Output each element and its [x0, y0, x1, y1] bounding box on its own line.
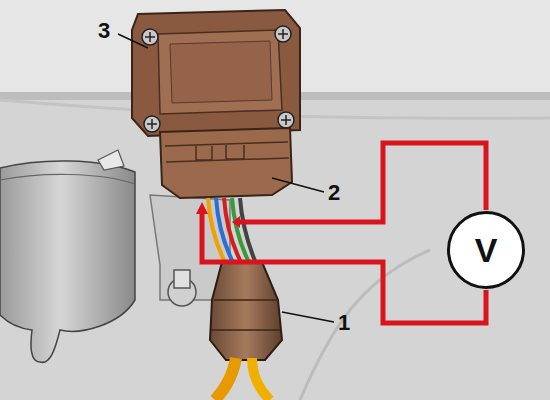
connector-ribs — [165, 142, 289, 162]
grommet — [210, 262, 282, 360]
leader-line — [118, 34, 148, 48]
screws — [142, 26, 294, 132]
callout-number: 2 — [328, 182, 340, 204]
probe-tip — [196, 202, 208, 214]
test-lead — [202, 212, 486, 323]
callout-number: 1 — [338, 312, 350, 334]
bolt-head — [174, 270, 190, 288]
test-lead — [238, 143, 486, 222]
ignition-module — [132, 10, 300, 136]
cable — [252, 358, 270, 400]
leader-line — [282, 312, 334, 322]
harness-wires — [208, 198, 258, 268]
voltmeter-symbol: V — [475, 233, 498, 267]
grommet-ribs — [211, 300, 282, 330]
cover-panel — [170, 41, 272, 103]
connector — [160, 128, 292, 198]
callout-number: 3 — [98, 20, 110, 42]
motor-housing — [0, 161, 135, 362]
voltmeter-circle: V — [447, 211, 525, 289]
housing-edge — [0, 174, 135, 184]
cable — [215, 358, 236, 400]
module-cover — [158, 30, 282, 114]
leader-line — [272, 178, 324, 192]
tab — [98, 150, 124, 170]
probe-tip — [232, 216, 240, 228]
connector-latch — [196, 145, 244, 160]
